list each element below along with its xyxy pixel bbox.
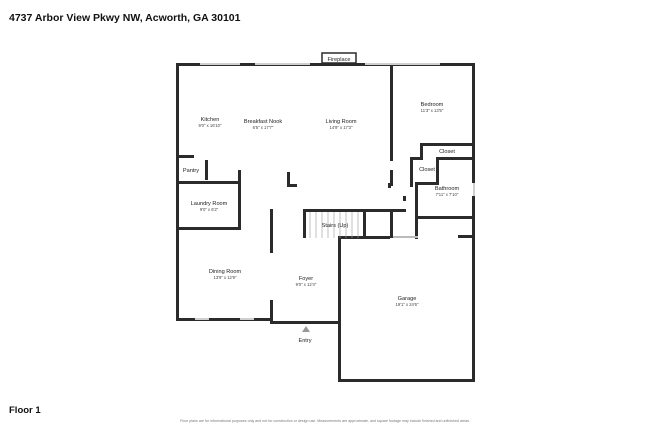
- wall-living-right: [388, 183, 391, 188]
- kitchen-name: Kitchen: [201, 117, 220, 123]
- wall-closet-left: [420, 143, 423, 160]
- floor-label: Floor 1: [9, 405, 41, 416]
- window-top-3: [365, 63, 440, 65]
- wall-foyer-bottom: [273, 321, 339, 324]
- bedroom-name: Bedroom: [421, 102, 444, 108]
- entry-arrow-icon: [302, 326, 310, 332]
- walls: [176, 52, 475, 382]
- wall-living-stub: [287, 172, 290, 186]
- wall-right-lower: [472, 196, 475, 382]
- wall-closet-mid-left: [410, 157, 413, 187]
- foyer-name: Foyer: [299, 276, 313, 282]
- laundry-room-dim: 9'0" x 6'2": [200, 207, 219, 212]
- wall-bath-left: [415, 182, 418, 219]
- garage-dim: 19'1" x 24'6": [396, 302, 419, 307]
- living-room-name: Living Room: [325, 119, 356, 125]
- room-labels: Fireplace Kitchen 9'0" x 16'10" Breakfas…: [183, 57, 460, 344]
- bedroom-dim: 11'3" x 13'5": [421, 108, 444, 113]
- wall-garage-top-right: [415, 216, 418, 239]
- dining-room-name: Dining Room: [209, 269, 242, 275]
- wall-dining-right: [270, 209, 273, 253]
- wall-right-upper: [472, 63, 475, 183]
- wall-bottom-left: [176, 318, 273, 321]
- fireplace-label: Fireplace: [327, 57, 350, 63]
- wall-dining-right-lower: [270, 300, 273, 324]
- living-room-dim: 14'9" x 17'3": [330, 125, 353, 130]
- window-top-2: [255, 63, 310, 65]
- windows: [195, 63, 475, 320]
- closet-top-name: Closet: [439, 149, 455, 155]
- laundry-room-name: Laundry Room: [191, 201, 228, 207]
- stairs-name: Stairs (Up): [322, 223, 349, 229]
- stair-treads: [309, 212, 359, 238]
- kitchen-dim: 9'0" x 16'10": [199, 123, 222, 128]
- bathroom-name: Bathroom: [435, 186, 460, 192]
- wall-pantry-right: [205, 160, 208, 180]
- wall-pantry-top: [176, 155, 194, 158]
- wall-laundry-bottom: [176, 227, 241, 230]
- wall-bath-bottom: [415, 216, 475, 219]
- wall-top: [176, 63, 475, 66]
- closet-mid-name: Closet: [419, 167, 435, 173]
- entry-name: Entry: [298, 338, 311, 344]
- wall-hall-right: [403, 196, 406, 201]
- wall-stairs-left: [303, 209, 306, 238]
- wall-closet-bottom: [436, 157, 475, 160]
- wall-closet-mid-bottom: [415, 182, 439, 185]
- pantry-name: Pantry: [183, 168, 199, 174]
- wall-garage-inner: [458, 235, 475, 238]
- breakfast-nook-name: Breakfast Nook: [244, 119, 282, 125]
- window-right-1: [473, 183, 475, 196]
- wall-stairs-top: [303, 209, 406, 212]
- wall-left: [176, 63, 179, 321]
- foyer-dim: 9'0" x 12'4": [296, 282, 317, 287]
- window-top-1: [200, 63, 240, 65]
- window-bottom-2: [240, 318, 254, 320]
- wall-bedroom-left-lower: [390, 170, 393, 186]
- wall-garage-left: [338, 237, 341, 382]
- wall-garage-door-seg: [390, 236, 418, 238]
- breakfast-nook-dim: 6'5" x 17'7": [253, 125, 274, 130]
- wall-closet-mid-top: [410, 157, 423, 160]
- fireplace-shape: [321, 52, 357, 64]
- property-address: 4737 Arbor View Pkwy NW, Acworth, GA 301…: [9, 12, 241, 24]
- disclaimer: Floor plans are for informational purpos…: [180, 419, 470, 423]
- wall-stairs-right: [363, 209, 366, 238]
- window-bottom-1: [195, 318, 209, 320]
- bathroom-dim: 7'11" x 7'10": [436, 192, 459, 197]
- wall-closet-top: [420, 143, 475, 146]
- wall-pantry-bottom: [176, 181, 238, 184]
- wall-closet-mid-right: [436, 157, 439, 185]
- dining-room-dim: 13'9" x 12'9": [214, 275, 237, 280]
- garage-name: Garage: [398, 296, 417, 302]
- wall-garage-bottom: [338, 379, 475, 382]
- wall-living-stub-foot: [287, 184, 297, 187]
- wall-laundry-right: [238, 170, 241, 227]
- wall-hall-left: [390, 209, 393, 238]
- wall-bedroom-left: [390, 63, 393, 161]
